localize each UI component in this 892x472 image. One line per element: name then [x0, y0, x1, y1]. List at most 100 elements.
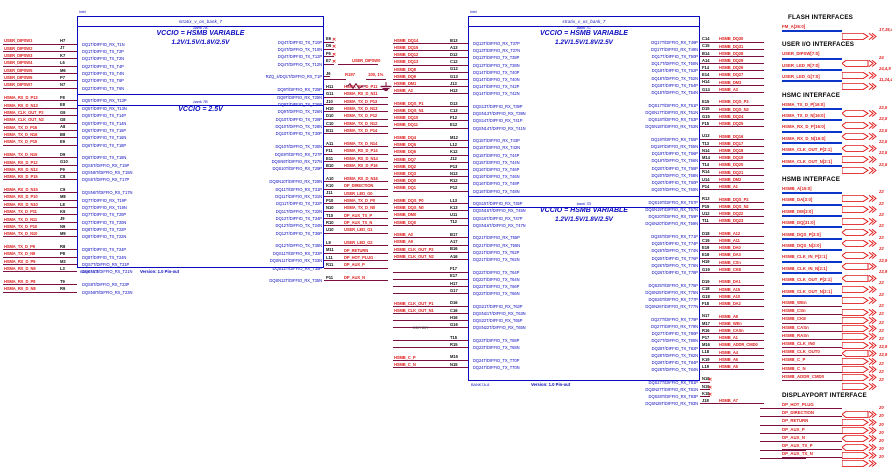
bus-label: USER_LED_R[7:0]: [782, 62, 820, 68]
pin-number: P17: [702, 334, 710, 340]
pin-number: R10: [326, 219, 334, 225]
pin-wire: [700, 63, 706, 65]
block-outline: [468, 16, 700, 381]
net-label: HSMA_RX_D_N11: [344, 91, 378, 97]
net-wire: [706, 126, 764, 128]
offpage-connector: [841, 189, 877, 202]
pin-name: DQS11T/DIFFIO_RX_T33P: [272, 250, 322, 256]
pin-wire: [324, 252, 330, 254]
pin-number: C8: [60, 174, 66, 180]
signal-wire: [782, 314, 842, 316]
net-wire: [706, 77, 764, 79]
pin-name: DQS15T/DIFFIO_RX_T45P: [473, 201, 523, 207]
resistor-ref: R197: [345, 72, 356, 77]
pin-number: A13: [450, 44, 458, 50]
pin-wire: [700, 111, 706, 113]
pin-name: DQSN22T/DIFFIO_RX_T65N: [473, 325, 526, 331]
pin-wire: [393, 293, 468, 295]
pin-wire: [700, 396, 710, 398]
pin-number: R16: [702, 327, 710, 333]
pin-number: B17: [450, 232, 458, 237]
pin-number: R9: [60, 286, 66, 292]
bus-wire: [782, 226, 842, 229]
net-label: HSMB_DQ16: [719, 133, 744, 139]
pin-name: DQ22T/DIFFIO_TX_T64P: [473, 269, 520, 275]
net-wire: [706, 347, 764, 349]
bus-wire: [782, 69, 842, 71]
pin-number: T13: [702, 140, 710, 146]
net-label: HSMA_RX_D_P14: [344, 148, 378, 154]
bus-label: HSMB_DQ[31:0]: [782, 220, 815, 226]
pin-name: DQ19T/DIFFIO_TX_T56N: [651, 158, 698, 164]
pin-wire: [324, 217, 330, 219]
net-label: HSMB_A15: [719, 286, 741, 292]
dp-left-wire: [760, 457, 806, 459]
pin-wire: [393, 43, 468, 44]
header-divider: [468, 26, 700, 27]
pin-name: DQSN20T/DIFFIO_RX_T59N: [645, 221, 698, 227]
pin-number: K13: [450, 205, 458, 210]
pin-name: DQS12T/DIFFIO_RX_T35P: [272, 265, 323, 271]
pin-wire: [700, 347, 706, 349]
pin-wire: [700, 271, 706, 273]
net-label: HSMB_ADDR_CMD0: [719, 342, 758, 348]
pin-wire: [3, 214, 77, 216]
offpage-connector: [841, 311, 877, 325]
net-wire: [330, 260, 388, 262]
signal-wire: [782, 306, 842, 308]
net-label: HSMB_DQ26: [719, 65, 744, 71]
pin-name: DQSN18T/DIFFIO_RX_T53N: [645, 124, 698, 130]
pin-name: DQ9T/DIFFIO_TX_T26P: [277, 101, 322, 107]
net-label: HSMB_DM3: [719, 79, 742, 85]
pin-number: M14: [702, 154, 710, 160]
bus-wire: [782, 283, 842, 286]
pin-number: P10: [326, 197, 334, 203]
net-label: HSMB_DQ0: [394, 219, 416, 225]
net-label: HSMA_TX_D_P16: [4, 124, 38, 130]
offpage-connector: [841, 161, 877, 175]
net-label: HSMB_DQ15: [394, 45, 419, 50]
pin-wire: [324, 203, 330, 205]
pin-wire: [3, 221, 77, 223]
pin-number: T11: [702, 217, 709, 223]
net-wire: [330, 203, 388, 205]
net-label: HSMB_CKE: [719, 266, 742, 272]
pin-name: DQ12T/DIFFIO_TX_T36N: [275, 243, 322, 249]
pin-number: M12: [450, 134, 458, 140]
net-label: HSMB_DQ17: [719, 140, 744, 146]
net-label: HSMB_DQS_P2: [719, 196, 749, 202]
net-label: HSMA_TX_D_P14: [344, 128, 378, 134]
pin-wire: [324, 76, 330, 78]
pin-number: N15: [450, 361, 458, 367]
pin-wire: [700, 333, 706, 335]
pin-name: DQ10T/DIFFIO_TX_T28N: [275, 124, 322, 130]
pin-number: L13: [450, 197, 458, 203]
dp-left-wire: [760, 424, 806, 426]
pin-number: D6: [326, 43, 332, 49]
net-wire: [706, 174, 764, 176]
pin-name: DQ20T/DIFFIO_TX_T58P: [651, 165, 698, 171]
offpage-connector: [841, 454, 877, 468]
net-label: HSMB_A2: [394, 88, 413, 94]
pin-name: DQ21T/DIFFIO_TX_T62N: [473, 257, 520, 262]
pin-number: U10: [326, 227, 334, 233]
pin-number: T12: [450, 219, 458, 225]
net-wire: [338, 63, 378, 65]
page-reference: 22: [879, 360, 884, 366]
bus-label: HSMB_CLK_IN0: [782, 341, 815, 346]
pin-number: D16: [450, 300, 458, 306]
no-connect-marker: ✕: [332, 44, 337, 51]
net-label: USER_DIPSW4: [4, 60, 33, 66]
pin-name: DQSN11T/DIFFIO_RX_T33N: [269, 258, 322, 264]
net-label: HSMB_CASn: [719, 327, 744, 333]
net-label: HSMB_DA0: [719, 245, 741, 251]
bus-wire: [782, 119, 842, 122]
offpage-connector: [841, 127, 877, 141]
page-reference: 20: [879, 405, 884, 411]
pin-number: R8: [60, 243, 66, 249]
pin-wire: [3, 207, 77, 209]
pin-name: DQ22T/DIFFIO_TX_T66P: [473, 284, 520, 289]
pin-number: E18: [702, 252, 710, 258]
pin-number: P15: [702, 203, 710, 209]
